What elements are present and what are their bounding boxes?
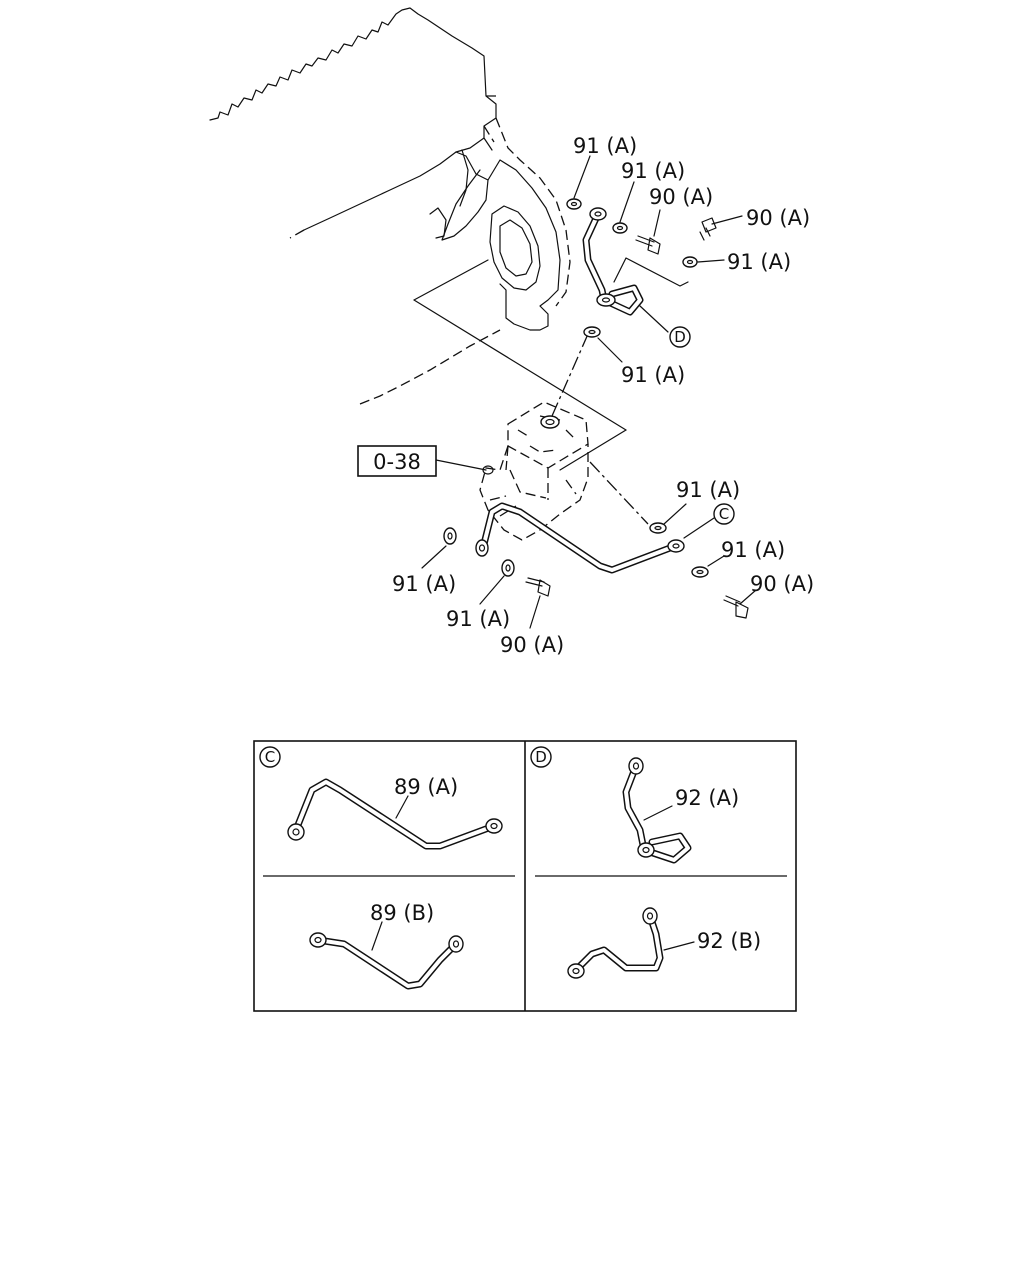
part-label-92b: 92 (B) — [697, 929, 761, 953]
part-label-90a: 90 (A) — [750, 572, 814, 596]
inset-tag-d-letter: D — [535, 748, 547, 766]
part-label-91a: 91 (A) — [727, 250, 791, 274]
part-label-91a: 91 (A) — [676, 478, 740, 502]
bolts — [525, 217, 749, 619]
inset-frame — [253, 740, 797, 1012]
pipe-92a: 92 (A) — [622, 757, 739, 864]
pipe-92b: 92 (B) — [567, 907, 761, 979]
inset-tag-c: C — [259, 746, 281, 768]
inset-tag-c-letter: C — [265, 748, 275, 766]
reference-box: 0-38 — [357, 445, 487, 477]
callout-d-letter: D — [674, 328, 686, 346]
pipe-c — [475, 502, 685, 574]
alignment-lines — [413, 259, 649, 525]
part-label-90a: 90 (A) — [649, 185, 713, 209]
callout-c-letter: C — [719, 505, 729, 523]
part-label-90a: 90 (A) — [500, 633, 564, 657]
part-label-89a: 89 (A) — [394, 775, 458, 799]
pipe-89a: 89 (A) — [287, 775, 503, 850]
pipe-d — [582, 207, 689, 316]
part-label-91a: 91 (A) — [392, 572, 456, 596]
pipe-89b: 89 (B) — [309, 901, 464, 990]
part-label-91a: 91 (A) — [446, 607, 510, 631]
reference-box-label: 0-38 — [373, 450, 421, 474]
leader-lines — [421, 155, 757, 629]
part-label-89b: 89 (B) — [370, 901, 434, 925]
part-labels: 91 (A) 91 (A) 90 (A) 90 (A) 91 (A) 91 (A… — [392, 134, 814, 657]
part-label-91a: 91 (A) — [573, 134, 637, 158]
callout-c: C — [713, 503, 735, 525]
pump-assembly — [479, 401, 589, 541]
part-label-90a: 90 (A) — [746, 206, 810, 230]
engine-block-outline — [209, 7, 571, 405]
callout-d: D — [669, 326, 691, 348]
part-label-91a: 91 (A) — [721, 538, 785, 562]
part-label-91a: 91 (A) — [621, 159, 685, 183]
part-label-92a: 92 (A) — [675, 786, 739, 810]
washers — [443, 198, 709, 578]
inset-tag-d: D — [530, 746, 552, 768]
part-label-91a: 91 (A) — [621, 363, 685, 387]
